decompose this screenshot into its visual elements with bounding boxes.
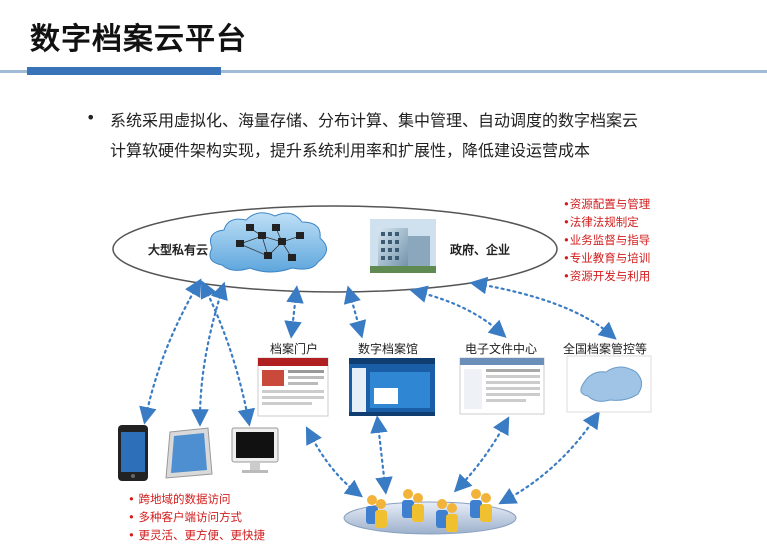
- bullet-marker: •: [86, 108, 96, 127]
- private-cloud-icon: [209, 212, 327, 273]
- national-archive-map-screenshot: [566, 355, 652, 413]
- service-list: •资源配置与管理 •法律法规制定 •业务监督与指导 •专业教育与培训 •资源开发…: [563, 195, 650, 285]
- module-label-digital-archive: 数字档案馆: [358, 342, 419, 356]
- bullet-line-1: 系统采用虚拟化、海量存储、分布计算、集中管理、自动调度的数字档案云: [110, 111, 639, 130]
- bullet-paragraph: 系统采用虚拟化、海量存储、分布计算、集中管理、自动调度的数字档案云 计算软硬件架…: [110, 106, 710, 166]
- service-item: •资源配置与管理: [563, 197, 651, 211]
- digital-archive-screenshot: [349, 358, 435, 416]
- connection-arrows: [139, 276, 617, 505]
- desktop-monitor-icon: [231, 427, 279, 473]
- access-feature-list: • 跨地域的数据访问 • 多种客户端访问方式 • 更灵活、更方便、更快捷: [128, 490, 265, 544]
- e-file-center-screenshot: [459, 357, 545, 415]
- service-item: •资源开发与利用: [563, 269, 651, 283]
- access-feature-item: • 更灵活、更方便、更快捷: [128, 528, 265, 542]
- access-feature-item: • 跨地域的数据访问: [128, 492, 231, 506]
- users-group-icon: [343, 489, 517, 535]
- module-label-national-control: 全国档案管控等: [563, 342, 648, 356]
- private-cloud-label: 大型私有云: [148, 243, 209, 257]
- service-item: •业务监督与指导: [563, 233, 651, 247]
- service-item: •专业教育与培训: [563, 251, 651, 265]
- archive-portal-screenshot: [257, 357, 329, 417]
- page-title: 数字档案云平台: [30, 22, 247, 57]
- module-label-portal: 档案门户: [270, 342, 319, 356]
- title-rule-accent: [27, 67, 221, 75]
- smartphone-icon: [118, 425, 148, 481]
- module-label-e-file-center: 电子文件中心: [465, 342, 538, 356]
- title-rule: [0, 70, 767, 73]
- government-enterprise-label: 政府、企业: [450, 243, 511, 257]
- user-figures: [366, 489, 492, 532]
- government-building-icon: [370, 219, 436, 273]
- access-feature-item: • 多种客户端访问方式: [128, 510, 242, 524]
- service-item: •法律法规制定: [563, 215, 639, 229]
- tablet-icon: [165, 427, 213, 479]
- cloud-platform-ellipse: [112, 205, 558, 293]
- bullet-line-2: 计算软硬件架构实现，提升系统利用率和扩展性，降低建设运营成本: [110, 141, 591, 160]
